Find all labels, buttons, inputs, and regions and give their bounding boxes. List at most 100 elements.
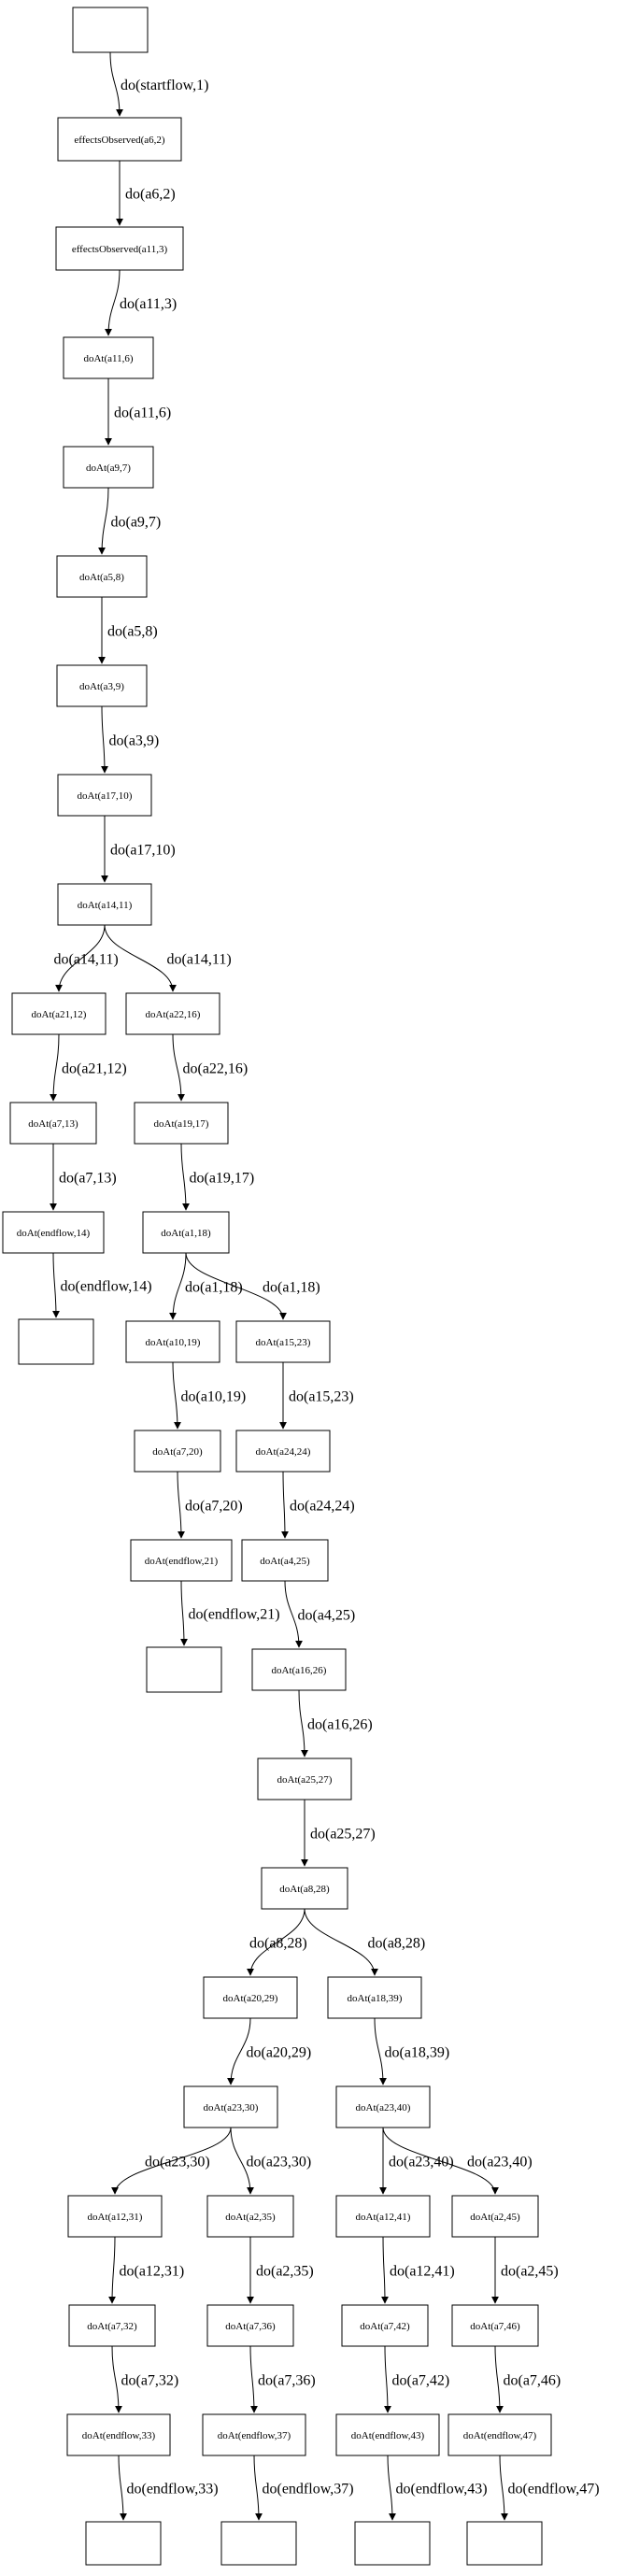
graph-node-box — [220, 2521, 297, 2566]
graph-node-box — [327, 1976, 422, 2019]
graph-node-box — [63, 336, 154, 379]
graph-node-box — [146, 1646, 222, 1693]
graph-node-label: doAt(a8,28) — [279, 1884, 330, 1895]
graph-node-empty5 — [354, 2521, 431, 2566]
graph-node-start — [72, 7, 149, 53]
graph-node-box — [63, 446, 154, 489]
graph-node-box — [235, 1320, 331, 1363]
graph-edge-a21-12-to-a7-13 — [50, 1033, 60, 1102]
graph-node-a2-45: doAt(a2,45) — [451, 2195, 539, 2238]
graph-edge-a9-7-to-a5-8 — [98, 487, 109, 555]
graph-edge-label: do(a3,9) — [109, 733, 160, 749]
graph-edge-label: do(a16,26) — [307, 1717, 373, 1733]
graph-node-eo-a11-3: effectsObserved(a11,3) — [55, 226, 184, 271]
graph-edge-label: do(endflow,43) — [396, 2482, 488, 2498]
graph-edge-label: do(a14,11) — [167, 952, 232, 968]
graph-node-a23-40: doAt(a23,40) — [335, 2085, 431, 2128]
graph-node-box — [125, 1320, 220, 1363]
graph-node-box — [202, 2413, 306, 2456]
graph-node-a8-28: doAt(a8,28) — [261, 1867, 348, 1910]
graph-edge-label: do(a20,29) — [247, 2045, 312, 2061]
graph-node-a14-11: doAt(a14,11) — [57, 883, 152, 926]
graph-node-box — [66, 2413, 171, 2456]
graph-node-label: doAt(a9,7) — [86, 463, 131, 474]
graph-node-box — [2, 1211, 105, 1254]
graph-node-box — [451, 2304, 539, 2347]
graph-edge-label: do(endflow,14) — [61, 1279, 152, 1295]
graph-edge-a12-41-to-a7-42 — [380, 2236, 389, 2304]
graph-node-a9-7: doAt(a9,7) — [63, 446, 154, 489]
graph-node-label: doAt(a7,36) — [225, 2321, 276, 2332]
graph-node-ef-47: doAt(endflow,47) — [447, 2413, 552, 2456]
graph-node-label: doAt(a17,10) — [78, 790, 133, 802]
graph-edge-label: do(a23,30) — [247, 2155, 312, 2170]
graph-edge-ef-47-to-empty6 — [499, 2455, 508, 2521]
graph-node-ef-33: doAt(endflow,33) — [66, 2413, 171, 2456]
graph-node-label: effectsObserved(a11,3) — [72, 244, 168, 255]
graph-node-empty1 — [18, 1318, 94, 1365]
graph-node-box — [11, 992, 107, 1035]
graph-edge-a16-26-to-a25-27 — [298, 1689, 308, 1758]
graph-node-a7-36: doAt(a7,36) — [206, 2304, 294, 2347]
graph-edge-a8-28-to-a18-39 — [304, 1908, 378, 1976]
graph-node-box — [72, 7, 149, 53]
graph-node-a17-10: doAt(a17,10) — [57, 774, 152, 817]
graph-node-box — [125, 992, 220, 1035]
graph-edge-label: do(a1,18) — [263, 1280, 320, 1296]
graph-edge-a7-32-to-ef-33 — [111, 2345, 122, 2413]
graph-edge-label: do(a22,16) — [183, 1061, 249, 1077]
graph-edge-a22-16-to-a19-17 — [172, 1033, 185, 1102]
graph-edge-label: do(a11,3) — [120, 296, 177, 312]
graph-node-label: doAt(endflow,37) — [218, 2430, 291, 2441]
graph-node-label: doAt(a18,39) — [348, 1993, 403, 2004]
graph-edge-a1-18-to-a15-23 — [185, 1252, 287, 1320]
graph-edge-label: do(a11,6) — [114, 406, 171, 421]
graph-node-box — [142, 1211, 230, 1254]
graph-node-label: doAt(a7,32) — [87, 2321, 137, 2332]
graph-edge-label: do(endflow,47) — [508, 2482, 600, 2498]
graph-node-box — [183, 2085, 278, 2128]
graph-node-a12-31: doAt(a12,31) — [67, 2195, 163, 2238]
graph-edge-label: do(a12,41) — [390, 2264, 455, 2280]
graph-node-a7-32: doAt(a7,32) — [68, 2304, 156, 2347]
graph-node-box — [261, 1867, 348, 1910]
graph-edge-a14-11-to-a21-12 — [55, 924, 106, 992]
graph-node-a23-30: doAt(a23,30) — [183, 2085, 278, 2128]
graph-node-label: doAt(a12,41) — [356, 2212, 411, 2223]
graph-node-label: doAt(a1,18) — [161, 1228, 211, 1239]
graph-node-label: doAt(a25,27) — [277, 1774, 333, 1786]
graph-node-box — [206, 2304, 294, 2347]
graph-node-label: doAt(a19,17) — [154, 1118, 209, 1130]
graph-node-label: effectsObserved(a6,2) — [74, 135, 165, 146]
graph-edge-label: do(a17,10) — [110, 843, 176, 859]
graph-node-a20-29: doAt(a20,29) — [203, 1976, 298, 2019]
graph-edge-label: do(a10,19) — [181, 1389, 247, 1405]
graph-node-label: doAt(a20,29) — [223, 1993, 278, 2004]
graph-edge-label: do(a5,8) — [107, 624, 158, 640]
graph-edge-label: do(a23,40) — [467, 2155, 533, 2170]
graph-edge-a3-9-to-a17-10 — [100, 705, 108, 774]
graph-node-box — [134, 1102, 229, 1145]
graph-edge-label: do(endflow,21) — [189, 1607, 280, 1623]
graph-edge-label: do(a9,7) — [111, 515, 162, 531]
graph-node-label: doAt(a3,9) — [79, 681, 124, 692]
graph-node-a2-35: doAt(a2,35) — [206, 2195, 294, 2238]
graph-node-box — [134, 1430, 221, 1473]
graph-node-ef-21: doAt(endflow,21) — [130, 1539, 233, 1582]
graph-node-a22-16: doAt(a22,16) — [125, 992, 220, 1035]
graph-node-a5-8: doAt(a5,8) — [56, 555, 148, 598]
graph-node-a1-18: doAt(a1,18) — [142, 1211, 230, 1254]
graph-edge-label: do(endflow,33) — [127, 2482, 219, 2498]
graph-node-box — [335, 2085, 431, 2128]
graph-edge-label: do(a2,45) — [501, 2264, 559, 2280]
graph-node-label: doAt(endflow,33) — [82, 2430, 156, 2441]
graph-edge-label: do(a15,23) — [289, 1389, 354, 1405]
graph-node-a7-20: doAt(a7,20) — [134, 1430, 221, 1473]
graph-edge-a23-30-to-a12-31 — [111, 2127, 232, 2195]
graph-node-ef-37: doAt(endflow,37) — [202, 2413, 306, 2456]
graph-node-a3-9: doAt(a3,9) — [56, 664, 148, 707]
graph-edge-a19-17-to-a1-18 — [180, 1143, 190, 1211]
graph-edge-ef-37-to-empty4 — [253, 2455, 263, 2521]
